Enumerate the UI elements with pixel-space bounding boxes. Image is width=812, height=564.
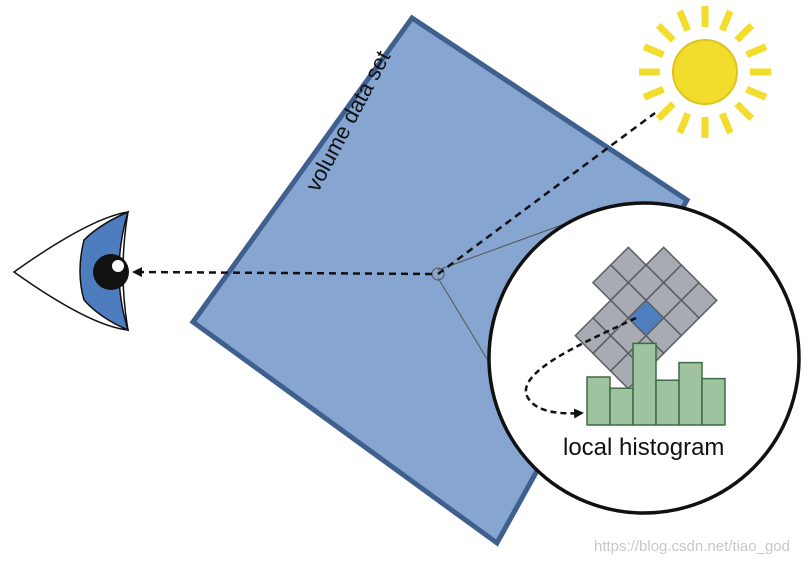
histogram-bar: [632, 342, 657, 426]
histogram-bar: [701, 377, 726, 426]
histogram-bar: [678, 361, 703, 426]
voxel-cell-highlighted: [627, 299, 665, 337]
voxel-grid: [574, 246, 718, 390]
sun-ray: [642, 43, 665, 59]
sun-disk: [672, 39, 738, 105]
histogram-bar: [609, 387, 634, 426]
sun-ray: [655, 22, 676, 43]
sun-icon: [639, 6, 771, 138]
voxel-cell: [574, 316, 612, 355]
watermark: https://blog.csdn.net/tiao_god: [594, 538, 790, 555]
view-ray: [132, 267, 433, 278]
histogram-bar: [586, 376, 611, 426]
sun-ray: [734, 22, 755, 43]
sun-ray: [745, 43, 768, 59]
sun-ray: [718, 9, 734, 32]
sun-ray: [745, 85, 768, 101]
sun-ray: [655, 101, 676, 122]
zoom-line-bottom: [437, 277, 496, 373]
sun-ray: [676, 9, 692, 32]
sun-ray: [718, 112, 734, 135]
histogram-label: local histogram: [563, 434, 724, 461]
light-ray: [437, 111, 656, 276]
histogram: [586, 342, 726, 426]
sun-ray: [676, 112, 692, 135]
eye-icon: [12, 210, 130, 332]
sun-ray: [734, 101, 755, 122]
histogram-bar: [655, 379, 680, 426]
zoom-line-top: [437, 221, 571, 271]
sun-ray: [642, 85, 665, 101]
curved-arrow: [524, 316, 637, 419]
